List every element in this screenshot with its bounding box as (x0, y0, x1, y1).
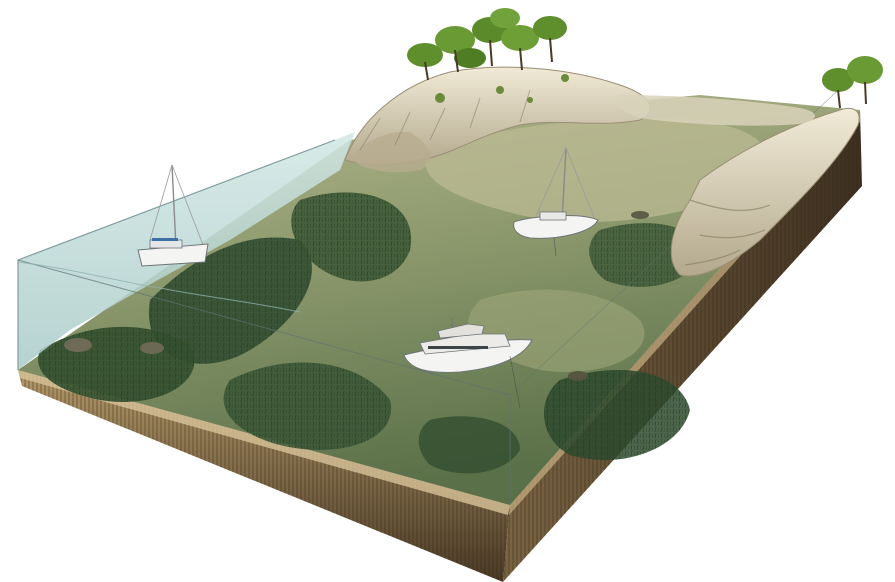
tree-cluster-point (822, 56, 883, 109)
sailing-catamaran (137, 164, 209, 267)
rocky-shore (616, 95, 860, 277)
headland-cliff (344, 66, 651, 173)
seagrass-meadows (38, 192, 700, 474)
moored-sailboat (513, 147, 599, 257)
motor-yacht (403, 318, 533, 409)
coastal-trees (407, 8, 883, 109)
tree-cluster-headland (407, 8, 567, 81)
